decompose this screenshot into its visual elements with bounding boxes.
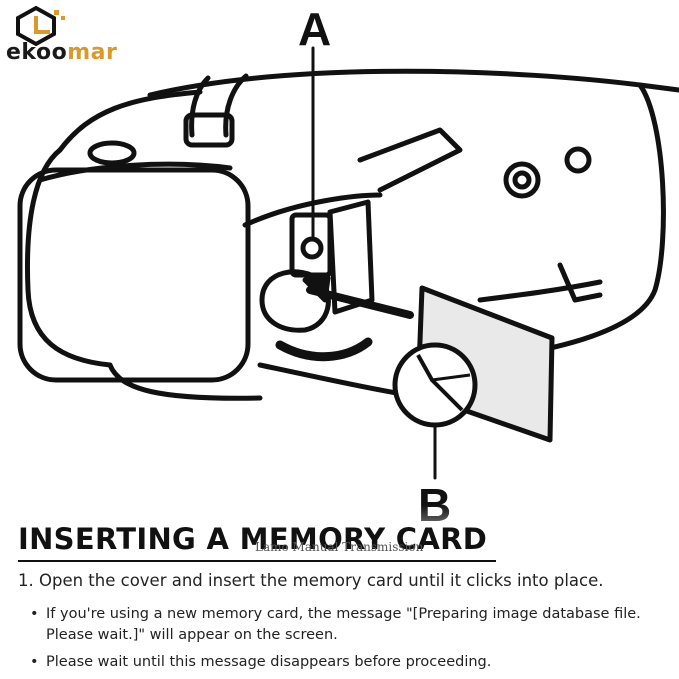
ekoomar-logo-icon (16, 5, 65, 47)
list-item: Please wait until this message disappear… (30, 652, 670, 673)
section-heading: INSERTING A MEMORY CARD (18, 522, 488, 556)
step-instruction: 1. Open the cover and insert the memory … (18, 571, 604, 590)
heading-underline (18, 560, 496, 562)
brand-name-part1: ekoo (6, 40, 68, 65)
callout-label-a: A (298, 3, 332, 55)
brand-name-part2: mar (67, 40, 118, 65)
watermark-text: Lamo Manual Transmission (255, 540, 424, 554)
list-item: If you're using a new memory card, the m… (30, 604, 670, 646)
bullet-list: If you're using a new memory card, the m… (30, 604, 670, 679)
text-backdrop (0, 505, 679, 679)
brand-wordmark: ekoomar (6, 40, 117, 65)
